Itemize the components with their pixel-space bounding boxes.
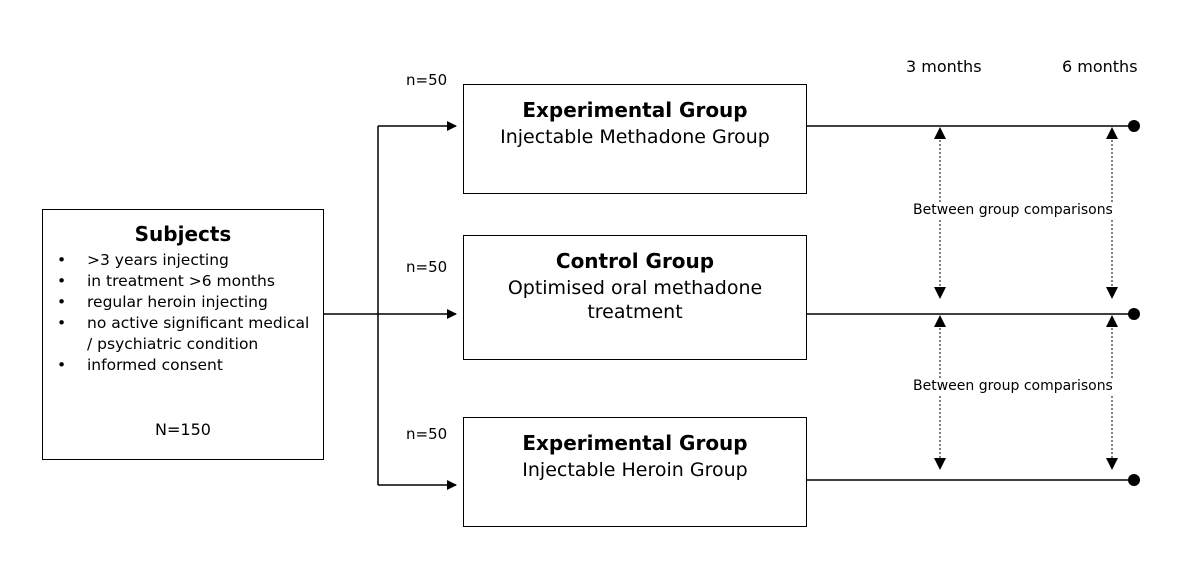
bullet-icon: • xyxy=(57,272,67,290)
arrowhead-down xyxy=(934,287,946,299)
bullet-icon: • xyxy=(57,314,67,332)
group-title: Experimental Group xyxy=(522,431,748,455)
group-1-sample-size: n=50 xyxy=(406,71,448,89)
comparison-label-bottom: Between group comparisons xyxy=(911,378,1115,394)
bullet-icon: • xyxy=(57,251,67,269)
arrowhead-up xyxy=(1106,315,1118,327)
arrowhead-down xyxy=(934,458,946,470)
criteria-text: no active significant medical / psychiat… xyxy=(87,314,310,353)
timeline-end-dot-1 xyxy=(1128,120,1140,132)
arrowhead-down xyxy=(1106,458,1118,470)
inclusion-criteria-list: • >3 years injecting • in treatment >6 mon… xyxy=(55,250,317,376)
criteria-text: informed consent xyxy=(87,356,223,374)
subjects-total: N=150 xyxy=(155,420,211,439)
timepoint-3-months: 3 months xyxy=(906,57,982,76)
arrowhead-up xyxy=(934,127,946,139)
group-box-experimental-heroin: Experimental Group Injectable Heroin Gro… xyxy=(463,417,807,527)
subjects-box: Subjects • >3 years injecting • in treatme… xyxy=(42,209,324,460)
group-2-sample-size: n=50 xyxy=(406,258,448,276)
subjects-title: Subjects xyxy=(134,222,232,246)
arrowhead-down xyxy=(1106,287,1118,299)
criteria-item: • >3 years injecting xyxy=(55,250,317,271)
group-box-control: Control Group Optimised oral methadone t… xyxy=(463,235,807,360)
criteria-text: in treatment >6 months xyxy=(87,272,275,290)
bullet-icon: • xyxy=(57,293,67,311)
criteria-text: regular heroin injecting xyxy=(87,293,268,311)
timepoint-6-months: 6 months xyxy=(1062,57,1138,76)
criteria-item: • in treatment >6 months xyxy=(55,271,317,292)
group-box-experimental-methadone: Experimental Group Injectable Methadone … xyxy=(463,84,807,194)
group-subtitle: Injectable Methadone Group xyxy=(500,126,770,148)
criteria-item: • regular heroin injecting xyxy=(55,292,317,313)
criteria-text: >3 years injecting xyxy=(87,251,229,269)
criteria-item: • informed consent xyxy=(55,355,317,376)
group-title: Experimental Group xyxy=(522,98,748,122)
timeline-end-dot-3 xyxy=(1128,474,1140,486)
group-3-sample-size: n=50 xyxy=(406,425,448,443)
bullet-icon: • xyxy=(57,356,67,374)
timeline-end-dot-2 xyxy=(1128,308,1140,320)
arrowhead-up xyxy=(1106,127,1118,139)
group-subtitle: Injectable Heroin Group xyxy=(522,459,748,481)
group-subtitle: Optimised oral methadone treatment xyxy=(507,277,763,323)
comparison-label-top: Between group comparisons xyxy=(911,202,1115,218)
arrowhead-up xyxy=(934,315,946,327)
criteria-item: • no active significant medical / psychia… xyxy=(55,313,317,355)
group-title: Control Group xyxy=(555,249,715,273)
